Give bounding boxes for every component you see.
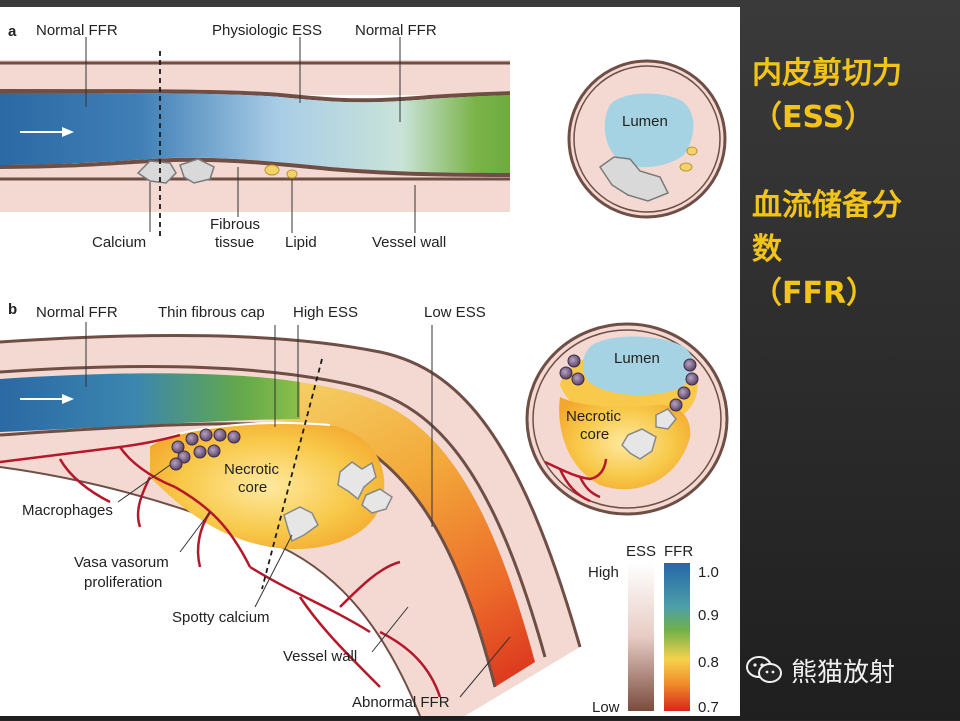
- legend-ffr-tick: 0.8: [698, 654, 719, 671]
- lumen-b: [0, 373, 300, 432]
- figure-panel: a Normal FF: [0, 7, 741, 717]
- slide-title-line: 血流储备分: [752, 188, 902, 223]
- slide-title-line: （ESS）: [752, 100, 875, 135]
- cross-b-necrotic-1: Necrotic: [566, 408, 622, 425]
- watermark: 熊猫放射: [745, 650, 955, 690]
- calcium-deposit: [136, 160, 177, 184]
- panel-a: a Normal FF: [0, 22, 741, 251]
- label-normal-ffr-left: Normal FFR: [36, 22, 118, 39]
- section-line-b: [261, 358, 323, 590]
- label-vasa-1: Vasa vasorum: [74, 554, 169, 571]
- slide-title-line: 数: [752, 232, 782, 267]
- label-lipid: Lipid: [285, 234, 317, 251]
- label-vessel-wall-a: Vessel wall: [372, 234, 446, 251]
- label-fibrous-1: Fibrous: [210, 216, 260, 233]
- slide-title-line: 内皮剪切力: [752, 56, 902, 91]
- label-low-ess: Low ESS: [424, 304, 486, 321]
- vasa-vasorum: [0, 433, 442, 698]
- macrophage-cluster: [169, 428, 241, 471]
- legend-ffr-tick: 0.7: [698, 699, 719, 716]
- label-thin-cap: Thin fibrous cap: [158, 304, 265, 321]
- cross-b-necrotic-2: core: [580, 426, 609, 443]
- label-physiologic-ess: Physiologic ESS: [212, 22, 322, 39]
- label-fibrous-2: tissue: [215, 234, 254, 251]
- ffr-colorbar: [664, 563, 690, 711]
- legend: ESS FFR High Low 1.0 0.9 0.8 0.7: [588, 543, 719, 716]
- label-high-ess: High ESS: [293, 304, 358, 321]
- cross-section-b: Lumen Necrotic core: [525, 322, 729, 516]
- spotty-calcium-b: [283, 461, 393, 543]
- watermark-text: 熊猫放射: [791, 657, 896, 688]
- label-necrotic-1: Necrotic: [224, 461, 280, 478]
- slide-title-line: （FFR）: [752, 276, 877, 311]
- flow-arrow-b: [20, 394, 74, 404]
- label-normal-ffr-right: Normal FFR: [355, 22, 437, 39]
- label-normal-ffr-b: Normal FFR: [36, 304, 118, 321]
- label-vasa-2: proliferation: [84, 574, 162, 591]
- ffr-band-b: [0, 373, 535, 687]
- label-abnormal-ffr: Abnormal FFR: [352, 694, 450, 711]
- flow-arrow-a: [20, 127, 74, 137]
- wechat-icon: [746, 656, 782, 683]
- label-calcium: Calcium: [92, 234, 146, 251]
- label-necrotic-2: core: [238, 479, 267, 496]
- slide-title: 内皮剪切力 （ESS） 血流储备分 数 （FFR）: [752, 52, 952, 316]
- label-macrophages: Macrophages: [22, 502, 113, 519]
- panel-a-letter: a: [8, 23, 17, 40]
- cross-section-a: Lumen: [567, 59, 727, 219]
- legend-ess-low: Low: [592, 699, 620, 716]
- legend-ess-high: High: [588, 564, 619, 581]
- legend-ffr-title: FFR: [664, 543, 693, 560]
- cross-a-lumen: Lumen: [622, 113, 668, 130]
- legend-ffr-tick: 1.0: [698, 564, 719, 581]
- label-vessel-wall-b: Vessel wall: [283, 648, 357, 665]
- cross-b-lumen: Lumen: [614, 350, 660, 367]
- legend-ess-title: ESS: [626, 543, 656, 560]
- legend-ffr-tick: 0.9: [698, 607, 719, 624]
- lipid-droplet: [264, 164, 280, 176]
- ess-colorbar: [628, 563, 654, 711]
- lumen-a: [0, 93, 559, 173]
- panel-b-letter: b: [8, 301, 17, 318]
- label-spotty-calcium: Spotty calcium: [172, 609, 270, 626]
- panel-b: b: [0, 301, 729, 717]
